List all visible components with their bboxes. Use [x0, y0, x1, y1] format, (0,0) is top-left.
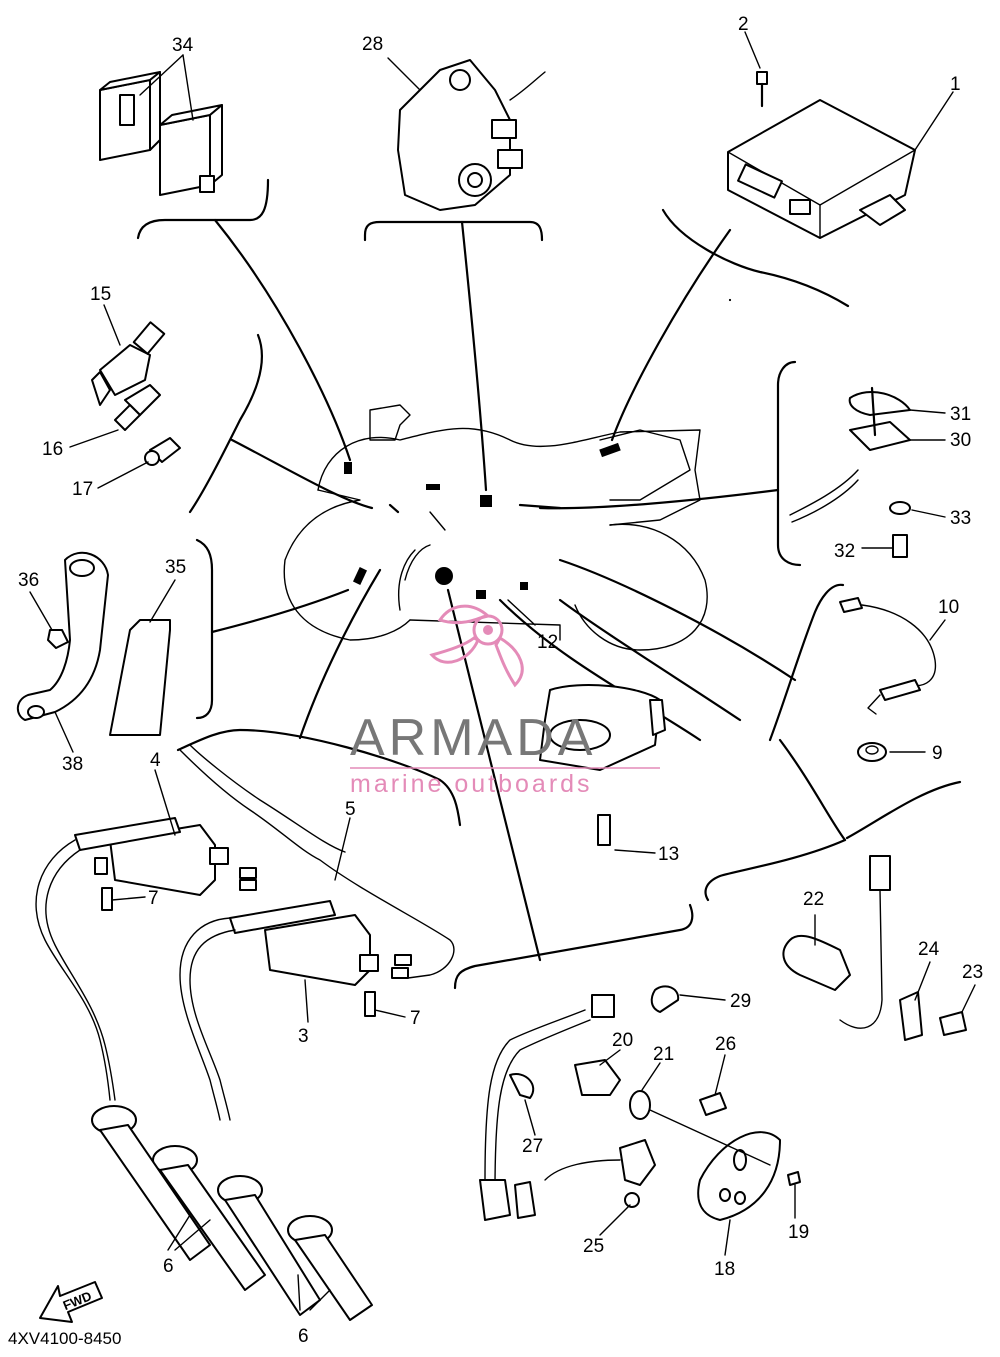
- callout-38: 38: [62, 754, 83, 775]
- callout-6b: 6: [298, 1326, 309, 1347]
- callout-7b: 7: [410, 1008, 421, 1029]
- parts-22-24-sensor: [782, 855, 976, 1041]
- callout-3: 3: [298, 1026, 309, 1047]
- callout-12: 12: [537, 632, 558, 653]
- callout-16: 16: [42, 439, 63, 460]
- parts-12-13-mount: [507, 599, 666, 854]
- parts-18-29-pickup: [479, 985, 801, 1256]
- watermark-brand: ARMADA: [350, 709, 596, 767]
- callout-32: 32: [834, 541, 855, 562]
- fwd-label: FWD: [61, 1288, 94, 1313]
- callout-29: 29: [730, 991, 751, 1012]
- callout-labels: 1 2 3 4 5 6 6 7 7 9 10 12 13 15 16 17 18…: [18, 14, 983, 1347]
- part-code: 4XV4100-8450: [8, 1329, 121, 1348]
- fwd-arrow-icon: FWD: [39, 1281, 103, 1323]
- callout-34: 34: [172, 35, 194, 56]
- watermark: ARMADA marine outboards: [350, 604, 660, 798]
- leader-lines: [136, 178, 962, 990]
- callout-13: 13: [658, 844, 679, 865]
- part-34-relays: [99, 54, 223, 196]
- parts-35-38-bracket: [16, 551, 176, 753]
- part-28-sensor: [387, 57, 546, 211]
- callout-19: 19: [788, 1222, 809, 1243]
- callout-27: 27: [522, 1136, 543, 1157]
- callout-23: 23: [962, 962, 983, 983]
- spark-plug-leads: [35, 839, 373, 1321]
- callout-28: 28: [362, 34, 383, 55]
- callout-18: 18: [714, 1259, 735, 1280]
- part-1-ecu: [727, 31, 954, 239]
- callout-6a: 6: [163, 1256, 174, 1277]
- callout-20: 20: [612, 1030, 633, 1051]
- propeller-logo-icon: [429, 604, 524, 688]
- callout-1: 1: [950, 74, 961, 95]
- callout-2: 2: [738, 14, 749, 35]
- callout-25: 25: [583, 1236, 604, 1257]
- callout-35: 35: [165, 557, 186, 578]
- callout-36: 36: [18, 570, 39, 591]
- callout-33: 33: [950, 508, 971, 529]
- callout-17: 17: [72, 479, 93, 500]
- callout-4: 4: [150, 750, 161, 771]
- callout-15: 15: [90, 284, 111, 305]
- callout-26: 26: [715, 1034, 736, 1055]
- ignition-coils: [74, 744, 455, 1023]
- callout-9: 9: [932, 743, 943, 764]
- callout-5: 5: [345, 799, 356, 820]
- watermark-tagline: marine outboards: [350, 770, 593, 798]
- parts-15-16-17-sensors: [69, 304, 181, 489]
- callout-24: 24: [918, 939, 940, 960]
- parts-9-10-wire: [839, 597, 946, 762]
- callout-21: 21: [653, 1044, 674, 1065]
- parts-30-33-sensor-mount: [789, 386, 946, 558]
- callout-30: 30: [950, 430, 971, 451]
- callout-22: 22: [803, 889, 824, 910]
- callout-7a: 7: [148, 888, 159, 909]
- motorcycle-frame-outline: [283, 404, 708, 651]
- callout-31: 31: [950, 404, 971, 425]
- callout-10: 10: [938, 597, 959, 618]
